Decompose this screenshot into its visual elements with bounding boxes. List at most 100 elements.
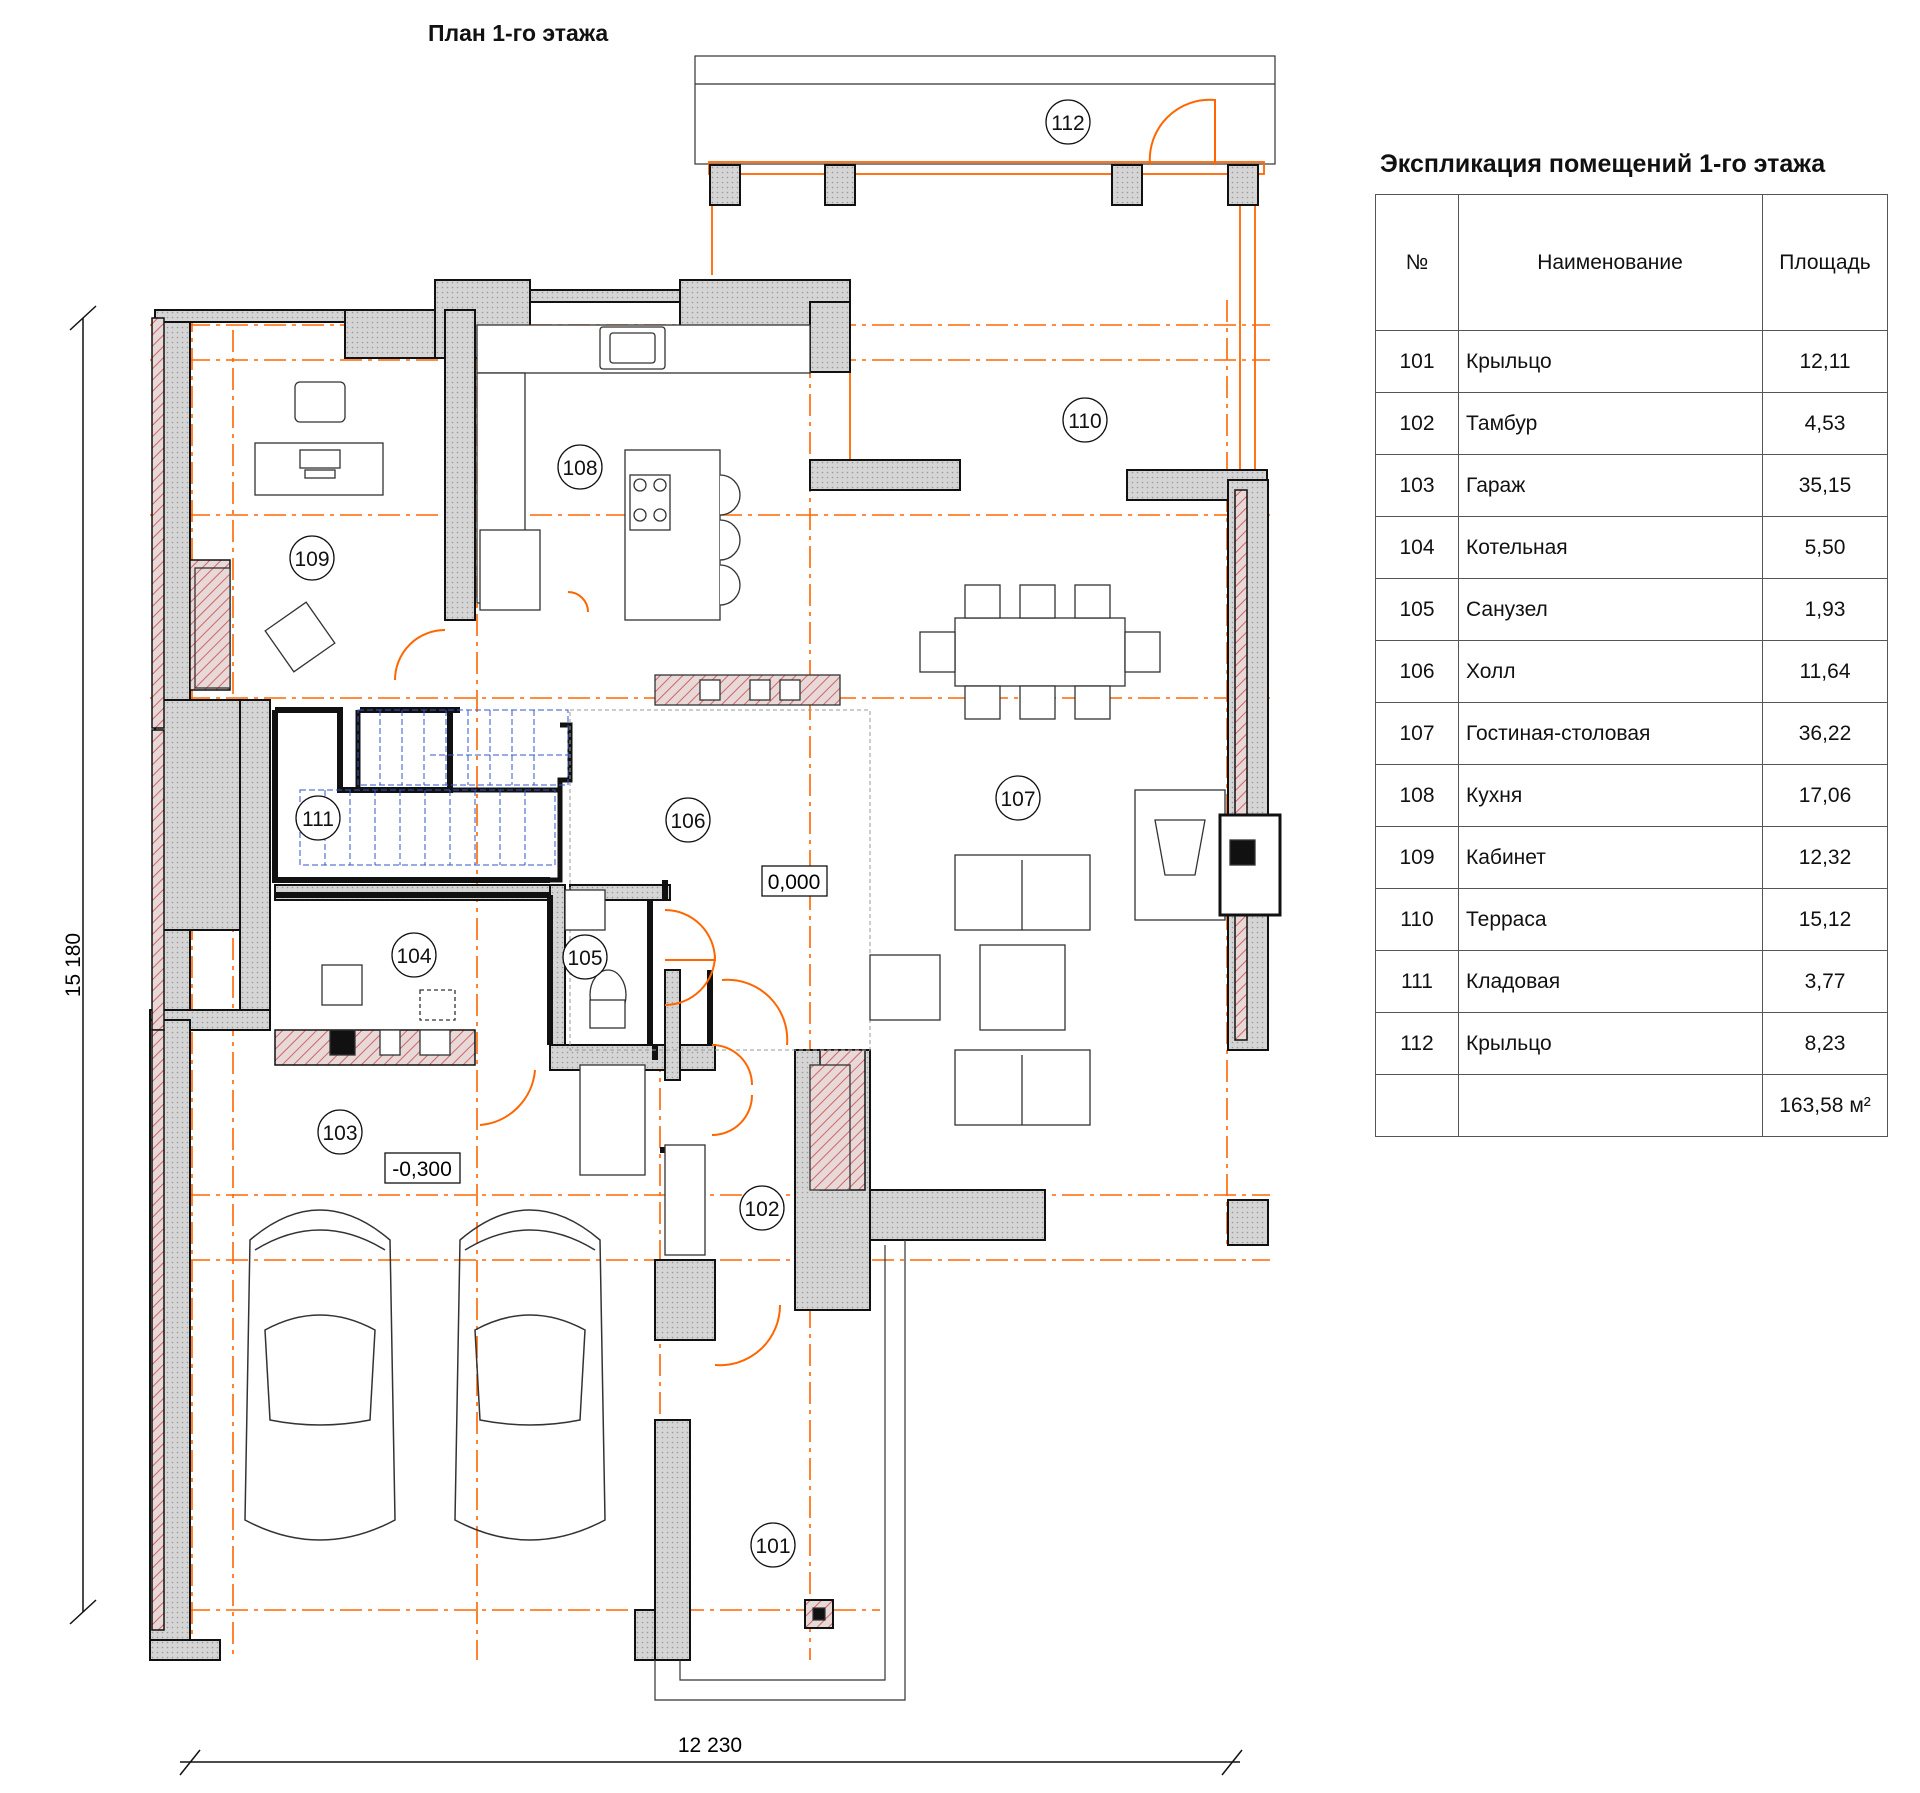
row-number: 109 xyxy=(1375,826,1459,889)
table-row: 107 Гостиная-столовая 36,22 xyxy=(1375,702,1888,765)
room-marker-104 xyxy=(391,932,437,978)
total-number-empty xyxy=(1375,1074,1459,1137)
row-number: 103 xyxy=(1375,454,1459,517)
row-name: Крыльцо xyxy=(1458,1012,1763,1075)
dimension-width-label: 12 230 xyxy=(678,1734,742,1757)
header-number: № xyxy=(1375,194,1459,331)
row-name: Кухня xyxy=(1458,764,1763,827)
row-number: 106 xyxy=(1375,640,1459,703)
table-row: 105 Санузел 1,93 xyxy=(1375,578,1888,641)
row-area: 4,53 xyxy=(1762,392,1888,455)
room-markers xyxy=(289,99,1108,1568)
header-name: Наименование xyxy=(1458,194,1763,331)
room-numbers: 112 110 108 109 107 106 111 104 105 103 … xyxy=(294,112,1101,1558)
row-area: 17,06 xyxy=(1762,764,1888,827)
row-number: 105 xyxy=(1375,578,1459,641)
porch-112-canopy xyxy=(694,55,1276,165)
row-name: Санузел xyxy=(1458,578,1763,641)
table-row: 104 Котельная 5,50 xyxy=(1375,516,1888,579)
room-number-104: 104 xyxy=(396,945,431,968)
room-number-107: 107 xyxy=(1000,788,1035,811)
porch-101 xyxy=(654,1240,906,1701)
room-marker-109 xyxy=(289,535,335,581)
row-area: 1,93 xyxy=(1762,578,1888,641)
room-number-110: 110 xyxy=(1068,410,1101,433)
row-name: Холл xyxy=(1458,640,1763,703)
header-area: Площадь xyxy=(1762,194,1888,331)
table-row: 103 Гараж 35,15 xyxy=(1375,454,1888,517)
room-marker-110 xyxy=(1062,397,1108,443)
row-area: 15,12 xyxy=(1762,888,1888,951)
level-marks xyxy=(384,865,828,1184)
table-row: 106 Холл 11,64 xyxy=(1375,640,1888,703)
row-number: 110 xyxy=(1375,888,1459,951)
total-name-empty xyxy=(1458,1074,1763,1137)
table-row: 112 Крыльцо 8,23 xyxy=(1375,1012,1888,1075)
table-row: 102 Тамбур 4,53 xyxy=(1375,392,1888,455)
kitchen-counters xyxy=(476,324,841,706)
room-number-102: 102 xyxy=(744,1198,779,1221)
row-number: 108 xyxy=(1375,764,1459,827)
room-number-108: 108 xyxy=(562,457,597,480)
row-name: Гараж xyxy=(1458,454,1763,517)
room-marker-105 xyxy=(562,934,608,980)
table-header-row: № Наименование Площадь xyxy=(1375,194,1888,331)
table-row: 109 Кабинет 12,32 xyxy=(1375,826,1888,889)
plan-title: План 1-го этажа xyxy=(428,20,609,46)
dimension-horizontal xyxy=(179,1749,1243,1776)
row-number: 101 xyxy=(1375,330,1459,393)
row-area: 11,64 xyxy=(1762,640,1888,703)
row-number: 112 xyxy=(1375,1012,1459,1075)
room-marker-107 xyxy=(995,775,1041,821)
table-row: 108 Кухня 17,06 xyxy=(1375,764,1888,827)
room-number-109: 109 xyxy=(294,548,329,571)
row-name: Кабинет xyxy=(1458,826,1763,889)
row-number: 102 xyxy=(1375,392,1459,455)
row-name: Тамбур xyxy=(1458,392,1763,455)
table-row: 110 Терраса 15,12 xyxy=(1375,888,1888,951)
bathroom-fixtures xyxy=(564,889,627,1029)
room-marker-112 xyxy=(1045,99,1091,145)
row-number: 111 xyxy=(1375,950,1459,1013)
table-row: 101 Крыльцо 12,11 xyxy=(1375,330,1888,393)
room-number-106: 106 xyxy=(670,810,705,833)
row-area: 35,15 xyxy=(1762,454,1888,517)
legend-title: Экспликация помещений 1-го этажа xyxy=(1380,150,1826,178)
room-number-105: 105 xyxy=(567,947,602,970)
row-number: 104 xyxy=(1375,516,1459,579)
car-left xyxy=(244,1209,396,1541)
room-number-101: 101 xyxy=(755,1535,790,1558)
row-name: Терраса xyxy=(1458,888,1763,951)
row-name: Котельная xyxy=(1458,516,1763,579)
level-garage: -0,300 xyxy=(392,1158,452,1181)
row-area: 12,32 xyxy=(1762,826,1888,889)
boiler-equipment xyxy=(321,964,456,1056)
room-number-112: 112 xyxy=(1051,112,1084,135)
row-name: Гостиная-столовая xyxy=(1458,702,1763,765)
room-marker-111 xyxy=(295,795,341,841)
row-area: 5,50 xyxy=(1762,516,1888,579)
table-row: 111 Кладовая 3,77 xyxy=(1375,950,1888,1013)
row-number: 107 xyxy=(1375,702,1459,765)
living-furniture xyxy=(869,789,1282,1126)
row-area: 8,23 xyxy=(1762,1012,1888,1075)
level-hall: 0,000 xyxy=(768,871,821,894)
row-name: Крыльцо xyxy=(1458,330,1763,393)
dimension-height-label: 15 180 xyxy=(62,933,85,997)
office-furniture xyxy=(194,381,384,689)
room-marker-101 xyxy=(750,1522,796,1568)
room-number-103: 103 xyxy=(322,1122,357,1145)
doors xyxy=(394,98,1216,1367)
car-right xyxy=(454,1209,606,1541)
room-marker-108 xyxy=(557,444,603,490)
room-number-111: 111 xyxy=(302,808,334,831)
table-total-row: 163,58 м² xyxy=(1375,1074,1888,1137)
room-marker-106 xyxy=(665,797,711,843)
room-marker-102 xyxy=(739,1185,785,1231)
room-schedule-table: № Наименование Площадь 101 Крыльцо 12,11… xyxy=(1375,194,1888,1137)
room-marker-103 xyxy=(317,1109,363,1155)
row-name: Кладовая xyxy=(1458,950,1763,1013)
total-area: 163,58 м² xyxy=(1762,1074,1888,1137)
row-area: 12,11 xyxy=(1762,330,1888,393)
